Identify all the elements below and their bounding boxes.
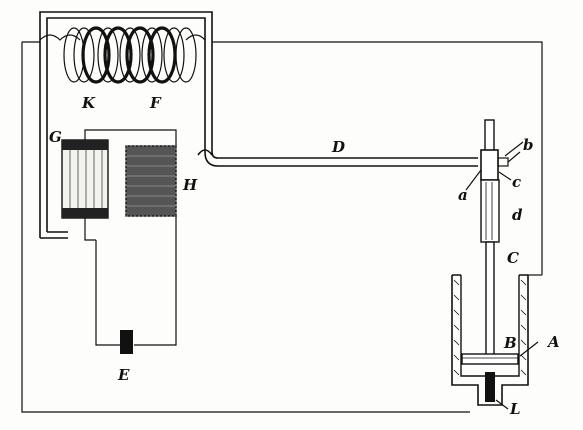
pipe-d [197, 149, 478, 167]
label-c-rod: C [507, 249, 519, 267]
label-b-small: b [523, 136, 534, 154]
label-l: L [509, 400, 521, 418]
coil-f [81, 26, 177, 84]
label-e: E [117, 366, 130, 384]
battery-e [120, 330, 133, 354]
battery-g [61, 139, 109, 219]
labels: K F G H D b a c d C B A E L [49, 94, 560, 418]
label-g: G [49, 128, 62, 146]
label-f: F [149, 94, 162, 112]
rod-c [480, 119, 521, 358]
label-b-piston: B [503, 334, 517, 352]
label-d-pipe: D [331, 138, 345, 156]
label-c-small: c [512, 173, 521, 191]
tube-frame [39, 11, 213, 239]
label-a-small: a [458, 186, 468, 204]
label-h: H [182, 176, 198, 194]
label-d-small: d [512, 206, 523, 224]
outer-wire [21, 41, 543, 413]
label-k: K [81, 94, 96, 112]
coil-h [125, 145, 177, 217]
coil-k [39, 27, 206, 83]
circuit-wiring [84, 129, 177, 346]
leader-lines [465, 141, 539, 410]
label-a-cylinder: A [546, 333, 560, 351]
cylinder-a [451, 274, 542, 406]
